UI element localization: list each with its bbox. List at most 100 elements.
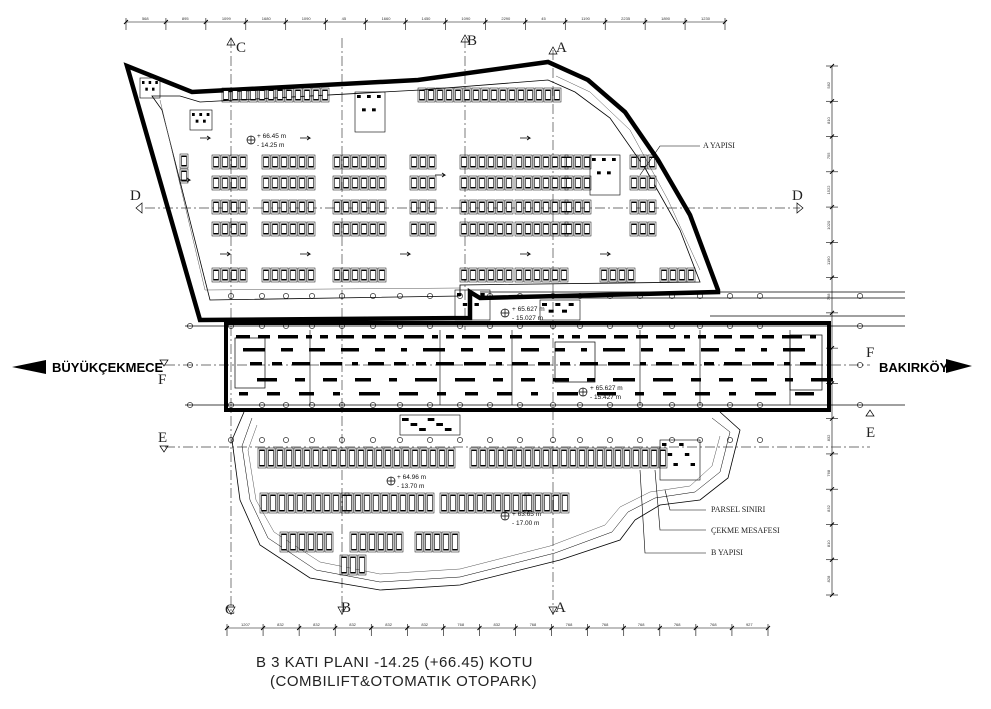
parking-stall bbox=[677, 267, 687, 283]
parking-stall bbox=[279, 267, 289, 283]
top-dimension-value: 1680 bbox=[262, 16, 272, 21]
parking-stall bbox=[353, 492, 363, 514]
grid-bubble bbox=[283, 323, 289, 329]
car-window bbox=[352, 179, 358, 187]
parking-stall bbox=[368, 154, 378, 170]
car-window bbox=[334, 179, 340, 187]
car-window bbox=[334, 158, 340, 166]
level-right-2: - 15.427 m bbox=[590, 394, 621, 401]
parking-stall bbox=[350, 154, 360, 170]
corridor-detail bbox=[292, 362, 310, 366]
car-window bbox=[439, 451, 445, 465]
parking-stall bbox=[514, 221, 524, 237]
car-window bbox=[361, 271, 367, 279]
corridor-detail bbox=[281, 348, 293, 352]
corridor-detail bbox=[684, 335, 690, 339]
corridor-detail bbox=[752, 362, 774, 366]
parking-stall bbox=[629, 154, 639, 170]
parking-stall bbox=[368, 221, 378, 237]
parking-stall bbox=[259, 492, 269, 514]
parking-stall bbox=[306, 154, 316, 170]
corridor-detail bbox=[800, 362, 816, 366]
parking-stall bbox=[341, 154, 351, 170]
car-window bbox=[534, 271, 540, 279]
grid-bubble bbox=[187, 402, 193, 408]
parking-stall bbox=[332, 267, 342, 283]
car-window bbox=[513, 496, 519, 510]
car-window bbox=[297, 496, 303, 510]
grid-bubble bbox=[228, 293, 234, 299]
top-dimension-value: 1450 bbox=[422, 16, 432, 21]
corridor-detail bbox=[267, 392, 280, 396]
car-window bbox=[268, 91, 274, 99]
corridor-detail bbox=[341, 348, 359, 352]
parking-stall bbox=[582, 175, 592, 191]
parking-stall bbox=[220, 267, 230, 283]
car-window bbox=[584, 179, 590, 187]
car-window bbox=[506, 225, 512, 233]
car-window bbox=[213, 203, 219, 211]
parking-stall bbox=[486, 199, 496, 215]
right-dimension-value: 582 bbox=[826, 81, 831, 88]
parking-stall bbox=[220, 154, 230, 170]
parking-stall bbox=[179, 168, 189, 184]
corridor-detail bbox=[555, 348, 565, 352]
corridor-detail bbox=[465, 392, 478, 396]
parking-stall bbox=[514, 154, 524, 170]
corridor-detail bbox=[704, 362, 714, 366]
car-window bbox=[506, 179, 512, 187]
drive-arrow bbox=[300, 251, 312, 257]
grid-bubble bbox=[517, 293, 523, 299]
parking-stall bbox=[221, 87, 231, 103]
parking-stall bbox=[409, 199, 419, 215]
grid-bubble bbox=[550, 437, 556, 443]
parking-stall bbox=[613, 447, 623, 469]
parking-stall bbox=[550, 175, 560, 191]
corridor-detail bbox=[701, 348, 719, 352]
parking-stall bbox=[647, 154, 657, 170]
car-window bbox=[500, 91, 506, 99]
core-detail bbox=[444, 428, 452, 431]
grid-bubble bbox=[283, 437, 289, 443]
car-window bbox=[331, 451, 337, 465]
corridor-detail bbox=[437, 392, 446, 396]
parking-stall bbox=[266, 447, 276, 469]
parking-stall bbox=[368, 199, 378, 215]
core-detail bbox=[199, 113, 203, 116]
car-window bbox=[351, 535, 357, 549]
car-window bbox=[434, 535, 440, 549]
car-window bbox=[376, 451, 382, 465]
parsel-siniri-label: PARSEL SINIRI bbox=[711, 505, 766, 514]
parking-stall bbox=[266, 87, 276, 103]
car-window bbox=[272, 203, 278, 211]
parking-stall bbox=[495, 199, 505, 215]
core-detail bbox=[602, 158, 606, 161]
car-window bbox=[420, 203, 426, 211]
parking-stall bbox=[362, 492, 372, 514]
parking-stall bbox=[437, 447, 447, 469]
service-core bbox=[354, 91, 386, 133]
car-window bbox=[349, 451, 355, 465]
car-window bbox=[213, 271, 219, 279]
top-dimension-value: 1190 bbox=[581, 16, 590, 21]
corridor-detail bbox=[521, 348, 539, 352]
bottom-dimension-value: 768 bbox=[638, 622, 645, 627]
parking-stall bbox=[550, 154, 560, 170]
car-window bbox=[259, 451, 265, 465]
parking-stall bbox=[468, 221, 478, 237]
parking-stall bbox=[541, 154, 551, 170]
corridor-detail bbox=[394, 362, 406, 366]
grid-bubble bbox=[259, 293, 265, 299]
car-window bbox=[575, 225, 581, 233]
car-window bbox=[299, 179, 305, 187]
car-window bbox=[497, 225, 503, 233]
car-window bbox=[561, 179, 567, 187]
corridor-detail bbox=[352, 362, 358, 366]
parking-stall bbox=[238, 199, 248, 215]
parking-stall bbox=[211, 221, 221, 237]
car-window bbox=[579, 451, 585, 465]
b-building-outline bbox=[231, 411, 741, 591]
drive-arrow bbox=[200, 135, 212, 141]
car-window bbox=[464, 91, 470, 99]
